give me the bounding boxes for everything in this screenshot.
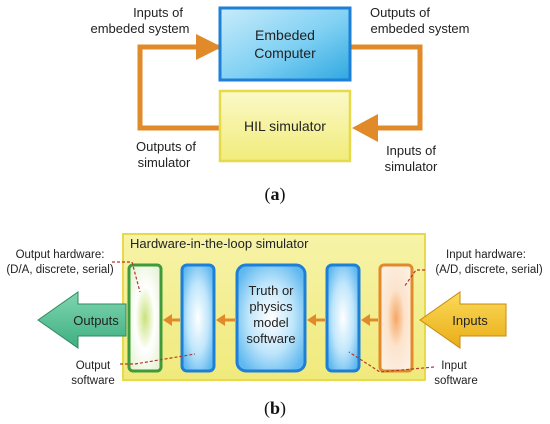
output-hardware-module <box>127 263 163 373</box>
loop-left-line <box>137 44 224 131</box>
inputs-simulator-line2: simulator <box>385 159 438 174</box>
outputs-simulator-line1: Outputs of <box>136 139 196 154</box>
outputs-embedded-line2: embeded system <box>371 21 470 36</box>
inputs-simulator-line1: Inputs of <box>386 143 436 158</box>
embedded-computer-box <box>218 6 352 82</box>
inputs-arrow-label: Inputs <box>452 313 488 328</box>
output-hardware-line1: Output hardware: <box>16 249 105 261</box>
hil-simulator-title: Hardware-in-the-loop simulator <box>130 236 309 251</box>
arrowhead-to-computer <box>196 34 222 60</box>
input-software-line2: software <box>434 375 477 387</box>
embedded-computer-line1: Embeded <box>255 27 315 43</box>
arrowhead-to-simulator <box>352 114 378 142</box>
output-software-line1: Output <box>76 360 111 372</box>
outputs-embedded-line1: Outputs of <box>370 5 430 20</box>
model-line4: software <box>246 331 295 346</box>
input-hardware-line2: (A/D, discrete, serial) <box>435 264 543 276</box>
caption-a: (a) <box>265 184 286 205</box>
inputs-arrow <box>419 291 507 349</box>
inputs-embedded-line1: Inputs of <box>133 5 183 20</box>
input-hardware-module <box>378 263 414 373</box>
inputs-embedded-line2: embeded system <box>91 21 190 36</box>
embedded-computer-line2: Computer <box>254 45 316 61</box>
hil-simulator-box <box>218 89 352 163</box>
input-software-line1: Input <box>441 360 467 372</box>
input-software-module <box>325 263 361 373</box>
output-software-line2: software <box>71 375 114 387</box>
outputs-arrow <box>37 291 127 349</box>
model-line3: model <box>253 315 289 330</box>
model-line2: physics <box>249 299 293 314</box>
model-line1: Truth or <box>248 283 294 298</box>
flow-arrows <box>163 314 378 326</box>
outputs-simulator-line2: simulator <box>138 155 191 170</box>
output-software-module <box>180 263 216 373</box>
leader-lines <box>112 261 435 373</box>
loop-right-line <box>320 44 423 131</box>
model-software-module <box>235 263 307 373</box>
hil-simulator-label: HIL simulator <box>244 118 326 134</box>
caption-b: (b) <box>264 398 286 419</box>
outputs-arrow-label: Outputs <box>73 313 119 328</box>
input-hardware-line1: Input hardware: <box>446 249 526 261</box>
output-hardware-line2: (D/A, discrete, serial) <box>6 264 114 276</box>
